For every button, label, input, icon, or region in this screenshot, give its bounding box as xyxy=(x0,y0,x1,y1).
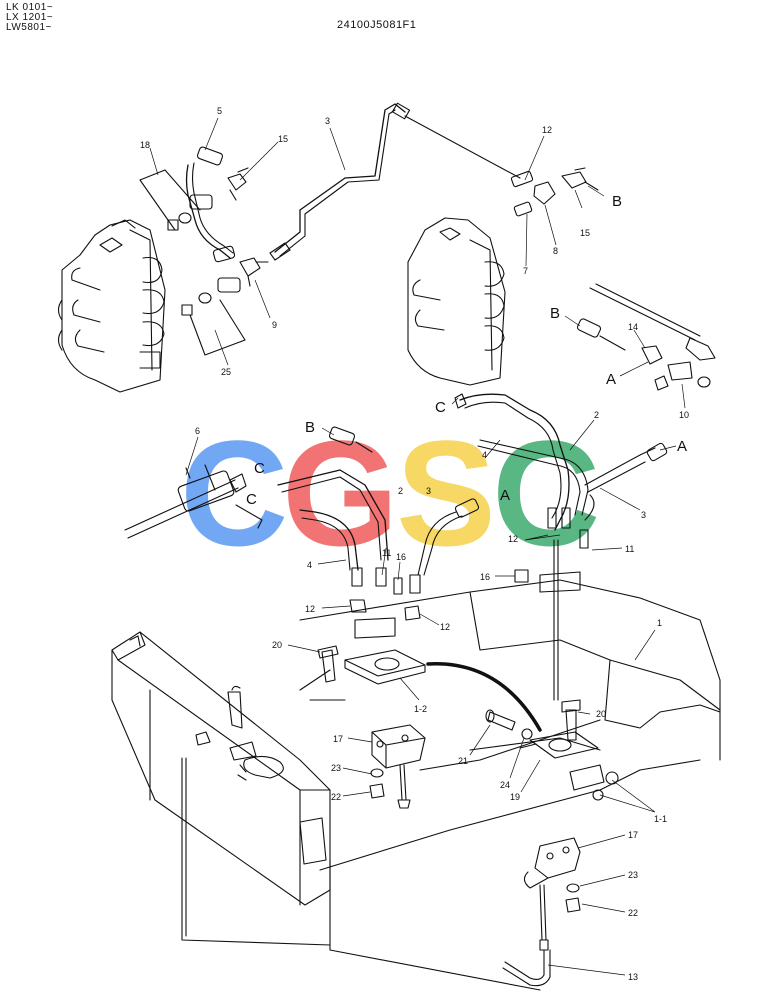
callout-12-left: 12 xyxy=(305,604,315,614)
callout-10: 10 xyxy=(679,410,689,420)
callout-C-mid: C xyxy=(435,399,446,416)
callout-23-right: 23 xyxy=(628,870,638,880)
callout-8: 8 xyxy=(553,246,558,256)
callout-4-left: 4 xyxy=(307,560,312,570)
watermark-letter-4: C xyxy=(492,409,600,577)
callout-1: 1 xyxy=(657,618,662,628)
callout-3-top: 3 xyxy=(325,116,330,126)
watermark: C G S C xyxy=(180,409,600,577)
callout-16-left: 16 xyxy=(396,552,406,562)
callout-B-mid: B xyxy=(550,305,560,322)
drawing-code: 24100J5081F1 xyxy=(337,19,417,31)
callout-14: 14 xyxy=(628,322,638,332)
callout-1-2: 1-2 xyxy=(414,704,427,714)
callout-19: 19 xyxy=(510,792,520,802)
callout-3-right: 3 xyxy=(641,510,646,520)
callout-C-left-1: C xyxy=(254,460,265,477)
callout-labels: 5 3 15 18 9 25 12 15 8 7 B B 14 A 10 6 B… xyxy=(140,106,689,982)
model-range-2: LX 1201~ xyxy=(6,12,54,23)
callout-20-left: 20 xyxy=(272,640,282,650)
callout-5: 5 xyxy=(217,106,222,116)
callout-3-left: 3 xyxy=(426,486,431,496)
callout-17-left: 17 xyxy=(333,734,343,744)
callout-1-1: 1-1 xyxy=(654,814,667,824)
callout-A-mid: A xyxy=(606,371,616,388)
callout-18: 18 xyxy=(140,140,150,150)
callout-2-left: 2 xyxy=(398,486,403,496)
callout-13: 13 xyxy=(628,972,638,982)
watermark-letter-2: G xyxy=(282,409,399,577)
callout-20-right: 20 xyxy=(596,709,606,719)
callout-12-top: 12 xyxy=(542,125,552,135)
callout-B-left: B xyxy=(305,419,315,436)
callout-11-left: 11 xyxy=(382,548,391,558)
callout-6: 6 xyxy=(195,426,200,436)
watermark-letter-3: S xyxy=(396,409,496,577)
model-range-1: LK 0101~ xyxy=(6,2,54,13)
callout-A-right: A xyxy=(677,438,687,455)
model-range-list: LK 0101~ LX 1201~ LW5801~ xyxy=(6,3,53,33)
callout-24: 24 xyxy=(500,780,510,790)
callout-A-left: A xyxy=(500,487,510,504)
callout-16-right: 16 xyxy=(480,572,490,582)
callout-4-right: 4 xyxy=(482,450,487,460)
callout-22-right: 22 xyxy=(628,908,638,918)
control-valve-left xyxy=(57,219,166,393)
callout-22-left: 22 xyxy=(331,792,341,802)
callout-12-left-2: 12 xyxy=(440,622,450,632)
callout-15-right: 15 xyxy=(580,228,590,238)
callout-25: 25 xyxy=(221,367,231,377)
callout-B-top: B xyxy=(612,193,622,210)
callout-7: 7 xyxy=(523,266,528,276)
callout-C-left-2: C xyxy=(246,491,257,508)
control-valve-right xyxy=(407,217,506,386)
callout-15-left: 15 xyxy=(278,134,288,144)
callout-2-right: 2 xyxy=(594,410,599,420)
callout-21: 21 xyxy=(458,756,468,766)
callout-9: 9 xyxy=(272,320,277,330)
callout-12-right: 12 xyxy=(508,534,518,544)
callout-23-left: 23 xyxy=(331,763,341,773)
callout-17-right: 17 xyxy=(628,830,638,840)
hydraulic-tank xyxy=(111,631,331,946)
model-range-3: LW5801~ xyxy=(6,22,52,33)
callout-11-right: 11 xyxy=(625,544,634,554)
